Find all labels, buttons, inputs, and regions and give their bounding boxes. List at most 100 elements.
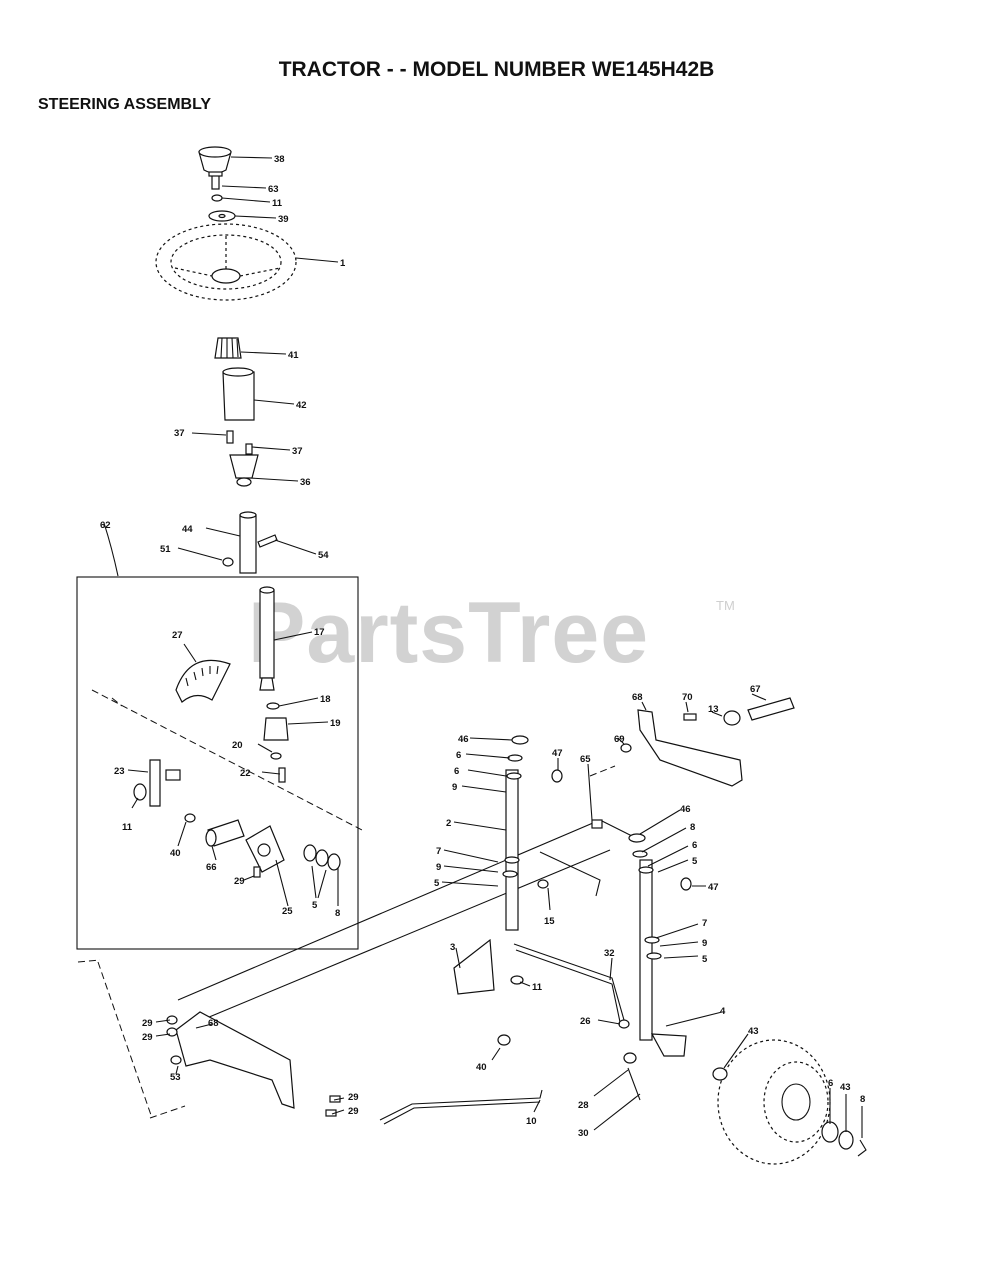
nut-47a	[551, 769, 563, 783]
callout-8: 8	[860, 1094, 865, 1105]
support-36	[229, 454, 259, 487]
callout-8: 8	[335, 908, 340, 919]
nut-47b	[680, 877, 692, 891]
callout-29: 29	[348, 1092, 359, 1103]
spindle-left-2	[453, 735, 529, 995]
callout-7: 7	[702, 918, 707, 929]
detail-axis-a	[91, 689, 363, 831]
tie-rod-10	[379, 1034, 543, 1125]
adapter-41	[214, 337, 242, 359]
callout-22: 22	[240, 768, 251, 779]
callout-43: 43	[840, 1082, 851, 1093]
callout-65: 65	[580, 754, 591, 765]
detail-axis-b	[111, 697, 123, 707]
callout-4: 4	[720, 1006, 726, 1017]
bushing-65	[591, 819, 603, 829]
callout-63: 63	[268, 184, 279, 195]
detail-axis-f	[589, 765, 616, 777]
washer-11	[211, 194, 223, 202]
callout-1: 1	[340, 258, 346, 269]
callout-66: 66	[206, 862, 217, 873]
callout-37: 37	[292, 446, 303, 457]
callout-19: 19	[330, 718, 341, 729]
callout-30: 30	[578, 1128, 589, 1139]
callout-70: 70	[682, 692, 693, 703]
callout-37: 37	[174, 428, 185, 439]
callout-51: 51	[160, 544, 171, 555]
front-bracket-68	[166, 1011, 341, 1117]
sector-gear-27	[175, 659, 231, 703]
callout-54: 54	[318, 550, 329, 561]
callout-47: 47	[552, 748, 563, 759]
callout-15: 15	[544, 916, 555, 927]
callout-9: 9	[436, 862, 441, 873]
callout-29: 29	[142, 1032, 153, 1043]
callout-5: 5	[434, 878, 440, 889]
callout-11: 11	[122, 822, 133, 833]
callout-20: 20	[232, 740, 243, 751]
callout-6: 6	[692, 840, 697, 851]
callout-11: 11	[532, 982, 543, 993]
axle-beam	[177, 819, 641, 1031]
spindle-right-4	[628, 833, 687, 1057]
trademark-mark: TM	[716, 598, 735, 613]
bolts-37	[226, 430, 253, 455]
washers-5-8	[303, 844, 341, 871]
cap-39	[208, 210, 236, 222]
bolt-63	[208, 171, 223, 190]
callout-39: 39	[278, 214, 289, 225]
watermark: PartsTree	[248, 585, 650, 681]
page-title: TRACTOR - - MODEL NUMBER WE145H42B	[278, 58, 715, 81]
callout-18: 18	[320, 694, 331, 705]
callout-9: 9	[702, 938, 707, 949]
bracket-23	[133, 759, 181, 807]
detail-axis-c	[97, 961, 153, 1119]
callout-9: 9	[452, 782, 457, 793]
callout-13: 13	[708, 704, 719, 715]
callout-40: 40	[170, 848, 181, 859]
callout-40: 40	[476, 1062, 487, 1073]
callout-69: 69	[614, 734, 625, 745]
bellows-42	[222, 367, 255, 421]
detail-axis-e	[149, 1105, 186, 1119]
callout-11: 11	[272, 198, 283, 209]
drag-link-32	[510, 943, 630, 1029]
callout-68: 68	[208, 1018, 219, 1029]
front-tire	[712, 1039, 867, 1165]
callout-27: 27	[172, 630, 183, 641]
callout-44: 44	[182, 524, 193, 535]
callout-46: 46	[458, 734, 469, 745]
shaft-17	[259, 586, 275, 691]
callout-6: 6	[456, 750, 461, 761]
callout-5: 5	[692, 856, 698, 867]
callout-10: 10	[526, 1116, 537, 1127]
callout-6: 6	[828, 1078, 833, 1089]
detail-box-62	[76, 576, 359, 950]
detail-axis-d	[77, 959, 101, 963]
callout-25: 25	[282, 906, 293, 917]
bolt-28-30	[623, 1052, 641, 1101]
rear-bracket-68	[620, 697, 795, 787]
callout-29: 29	[348, 1106, 359, 1117]
callout-47: 47	[708, 882, 719, 893]
callout-23: 23	[114, 766, 125, 777]
bushing-66	[184, 813, 245, 847]
callout-36: 36	[300, 477, 311, 488]
callout-2: 2	[446, 818, 451, 829]
callout-5: 5	[312, 900, 318, 911]
callout-8: 8	[690, 822, 695, 833]
callout-26: 26	[580, 1016, 591, 1027]
callout-29: 29	[234, 876, 245, 887]
bushing-18-19-20	[263, 702, 289, 783]
steering-wheel	[155, 223, 297, 301]
assembly-subtitle: STEERING ASSEMBLY	[38, 96, 212, 113]
callout-43: 43	[748, 1026, 759, 1037]
callout-41: 41	[288, 350, 299, 361]
callout-67: 67	[750, 684, 761, 695]
callout-labels: 38 63 11 39 1 41 42 37 37 36 62 44 51 54…	[100, 154, 865, 1139]
callout-29: 29	[142, 1018, 153, 1029]
leader-lines	[127, 156, 863, 1138]
bolt-54-nut-51	[222, 534, 278, 567]
callout-5: 5	[702, 954, 708, 965]
